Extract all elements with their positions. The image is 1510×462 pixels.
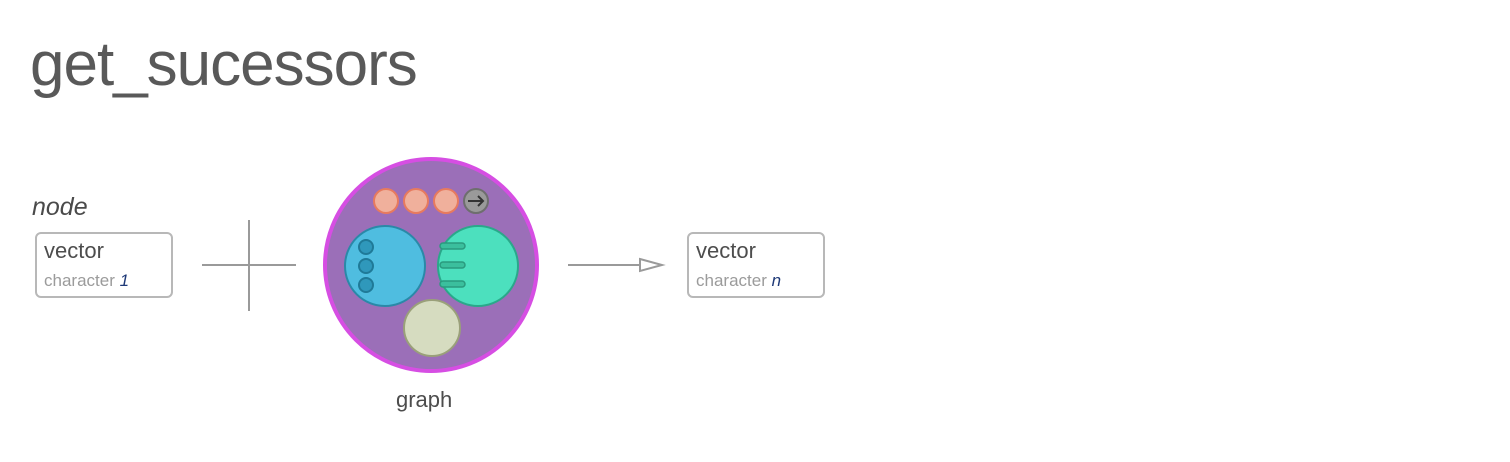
graph-icon <box>323 157 539 373</box>
output-length: n <box>771 271 782 290</box>
output-type: vector <box>696 238 756 263</box>
input-element-type-line: character 1 <box>44 271 129 291</box>
graph-caption: graph <box>396 387 453 412</box>
output-element-type-line: character n <box>696 271 781 291</box>
arrow-right-icon <box>568 257 666 273</box>
output-element-type: character <box>696 271 767 290</box>
input-type: vector <box>44 238 104 263</box>
input-element-type: character <box>44 271 115 290</box>
plus-connector <box>202 220 296 311</box>
input-arg-name: node <box>32 193 88 221</box>
output-type-box: vector character n <box>687 232 825 298</box>
function-title: get_sucessors <box>30 30 418 99</box>
input-type-box: vector character 1 <box>35 232 173 298</box>
input-length: 1 <box>119 271 130 290</box>
